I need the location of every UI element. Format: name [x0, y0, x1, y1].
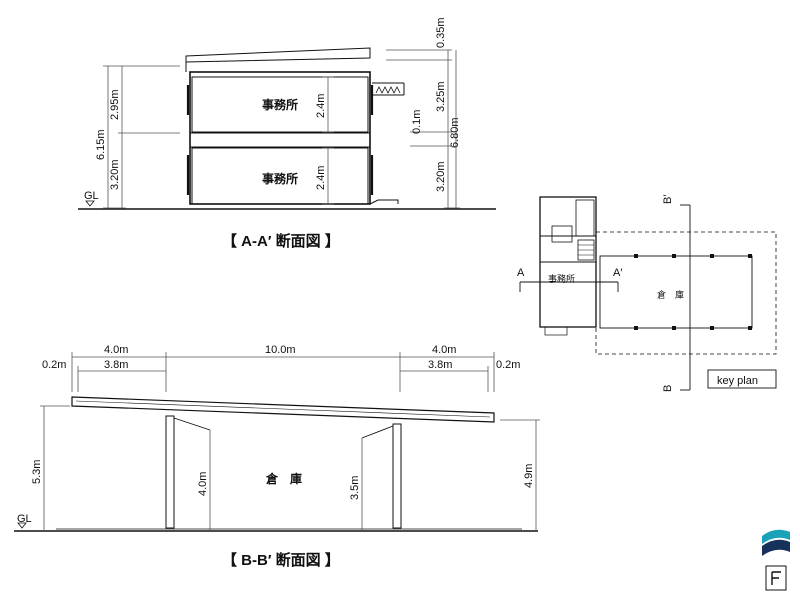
aa-caption: 【 A-A′ 断面図 】	[222, 232, 340, 250]
kp-office-room-a	[551, 225, 573, 243]
kp-site-outline	[595, 231, 777, 355]
aa-dim-3-25: 3.25m	[435, 81, 447, 112]
aa-left-dims	[103, 65, 180, 209]
bb-dim-0-2-right: 0.2m	[496, 359, 520, 371]
bb-gl-label: GL	[17, 513, 32, 525]
aa-gl-label: GL	[84, 190, 99, 202]
bb-dim-10-0: 10.0m	[265, 344, 296, 356]
aa-canopy-spring	[375, 86, 401, 94]
section-aa	[78, 47, 496, 210]
kp-key-plan-label: key plan	[717, 375, 758, 387]
bb-dim-4-9: 4.9m	[523, 464, 535, 488]
kp-entrance	[544, 326, 568, 336]
aa-footing	[369, 199, 399, 205]
aa-dim-0-1: 0.1m	[411, 110, 423, 134]
aa-room-upper: 事務所	[262, 97, 298, 112]
kp-office-room-b	[575, 199, 595, 237]
aa-dim-2-4-upper: 2.4m	[315, 94, 327, 118]
s-wave-logo-icon	[762, 529, 790, 556]
bb-dim-0-2-left: 0.2m	[42, 359, 66, 371]
aa-dim-6-15: 6.15m	[95, 129, 107, 160]
bb-dim-3-5: 3.5m	[349, 476, 361, 500]
kp-columns	[634, 254, 752, 330]
bb-dim-3-8-right: 3.8m	[428, 359, 452, 371]
bb-gl-marker	[17, 522, 27, 529]
kp-label-a-prime: A′	[613, 267, 622, 279]
bb-dim-5-3: 5.3m	[31, 460, 43, 484]
aa-dim-3-20-right: 3.20m	[435, 161, 447, 192]
kp-label-a: A	[517, 267, 525, 279]
bb-dim-4-0-col: 4.0m	[197, 472, 209, 496]
bb-roof	[71, 396, 495, 423]
section-bb	[14, 352, 540, 532]
bb-brace-right	[361, 425, 394, 439]
aa-dim-2-95: 2.95m	[109, 89, 121, 120]
aa-dim-2-4-lower: 2.4m	[315, 166, 327, 190]
bb-height-dims	[40, 405, 540, 531]
bb-column-left	[165, 415, 175, 529]
aa-room-lower: 事務所	[262, 171, 298, 186]
aa-dim-6-80: 6.80m	[449, 117, 461, 148]
aa-upper-room	[191, 76, 369, 133]
aa-roof-slab	[185, 47, 371, 63]
bb-top-dims	[71, 352, 495, 392]
bb-dim-4-0-right: 4.0m	[432, 344, 456, 356]
kp-warehouse-label: 倉 庫	[657, 289, 684, 300]
aa-gl-marker	[85, 200, 95, 207]
bb-column-right	[392, 423, 402, 529]
bb-caption: 【 B-B′ 断面図 】	[222, 551, 340, 569]
bb-brace-left	[173, 417, 211, 431]
f-document-icon	[765, 565, 787, 591]
kp-label-b-prime: B′	[662, 195, 674, 204]
bb-room-label: 倉 庫	[265, 471, 302, 486]
aa-dim-0-35: 0.35m	[435, 17, 447, 48]
kp-label-box	[707, 369, 777, 389]
aa-dim-3-20-left: 3.20m	[109, 159, 121, 190]
key-plan	[519, 196, 777, 391]
bb-dim-4-0-left: 4.0m	[104, 344, 128, 356]
kp-office-label: 事務所	[548, 273, 575, 284]
kp-label-b: B	[662, 385, 674, 392]
aa-lower-room	[191, 147, 369, 205]
aa-inner-dims	[322, 76, 334, 205]
bb-dim-3-8-left: 3.8m	[104, 359, 128, 371]
aa-right-dims	[386, 49, 460, 209]
aa-floor-slab	[189, 132, 371, 148]
